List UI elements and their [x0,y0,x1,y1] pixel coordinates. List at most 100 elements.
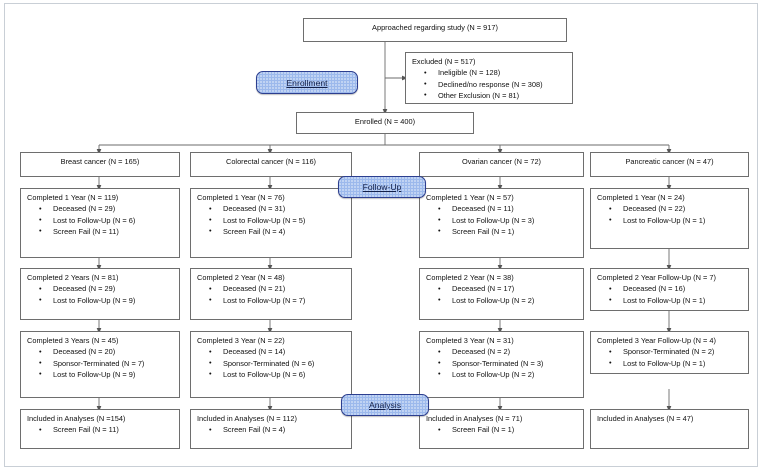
node-pancreatic-year1: Completed 1 Year (N = 24) Deceased (N = … [590,188,749,249]
list-item: Screen Fail (N = 11) [39,425,173,435]
node-breast-year3: Completed 3 Years (N = 45) Deceased (N =… [20,331,180,398]
node-pancreatic-year3: Completed 3 Year Follow-Up (N = 4) Spons… [590,331,749,374]
list-item: Deceased (N = 29) [39,284,173,294]
node-breast-year2-list: Deceased (N = 29) Lost to Follow-Up (N =… [27,284,173,305]
stage-label-enrollment[interactable]: Enrollment [256,71,358,94]
list-item: Sponsor-Terminated (N = 7) [39,358,173,369]
list-item: Screen Fail (N = 4) [209,425,345,435]
node-pancreatic-year2-list: Deceased (N = 16) Lost to Follow-Up (N =… [597,284,742,305]
node-colorectal-year2: Completed 2 Year (N = 48) Deceased (N = … [190,268,352,320]
list-item: Lost to Follow-Up (N = 6) [209,369,345,380]
list-item: Lost to Follow-Up (N = 1) [609,215,742,226]
node-ovarian-year3-list: Deceased (N = 2) Sponsor-Terminated (N =… [426,347,577,379]
node-ovarian-analysis-title: Included in Analyses (N = 71) [426,414,523,423]
list-item: Screen Fail (N = 11) [39,226,173,237]
node-pancreatic-analysis-title: Included in Analyses (N = 47) [597,414,694,423]
node-pancreatic-year1-title: Completed 1 Year (N = 24) [597,193,685,202]
node-pancreatic-year2-title: Completed 2 Year Follow-Up (N = 7) [597,273,716,282]
list-item: Lost to Follow-Up (N = 2) [438,295,577,306]
list-item: Deceased (N = 22) [609,204,742,214]
list-item: Sponsor-Terminated (N = 3) [438,358,577,369]
node-breast-analysis-list: Screen Fail (N = 11) [27,425,173,435]
list-item: Lost to Follow-Up (N = 9) [39,295,173,306]
list-item: Deceased (N = 11) [438,204,577,214]
list-item: Declined/no response (N = 308) [424,79,566,90]
list-item: Lost to Follow-Up (N = 1) [609,295,742,306]
node-cohort-ovarian-title: Ovarian cancer (N = 72) [461,157,542,166]
node-cohort-breast-title: Breast cancer (N = 165) [60,157,140,166]
stage-label-analysis-text: Analysis [369,400,401,410]
node-colorectal-year3-title: Completed 3 Year (N = 22) [197,336,285,345]
stage-label-follow-up[interactable]: Follow-Up [338,176,426,198]
node-ovarian-analysis-list: Screen Fail (N = 1) [426,425,577,435]
node-breast-year3-list: Deceased (N = 20) Sponsor-Terminated (N … [27,347,173,379]
node-cohort-pancreatic: Pancreatic cancer (N = 47) [590,152,749,177]
node-colorectal-year2-title: Completed 2 Year (N = 48) [197,273,285,282]
node-colorectal-analysis-list: Screen Fail (N = 4) [197,425,345,435]
node-colorectal-year1-title: Completed 1 Year (N = 76) [197,193,285,202]
list-item: Deceased (N = 20) [39,347,173,357]
node-ovarian-year3-title: Completed 3 Year (N = 31) [426,336,514,345]
node-cohort-colorectal: Colorectal cancer (N = 116) [190,152,352,177]
list-item: Lost to Follow-Up (N = 9) [39,369,173,380]
node-colorectal-year1: Completed 1 Year (N = 76) Deceased (N = … [190,188,352,258]
node-excluded-title: Excluded (N = 517) [412,57,476,66]
list-item: Deceased (N = 21) [209,284,345,294]
node-excluded-list: Ineligible (N = 128) Declined/no respons… [412,68,566,100]
node-approached-title: Approached regarding study (N = 917) [372,23,498,32]
node-pancreatic-year2: Completed 2 Year Follow-Up (N = 7) Decea… [590,268,749,311]
list-item: Screen Fail (N = 4) [209,226,345,237]
node-ovarian-analysis: Included in Analyses (N = 71) Screen Fai… [419,409,584,449]
list-item: Lost to Follow-Up (N = 3) [438,215,577,226]
list-item: Screen Fail (N = 1) [438,226,577,237]
node-ovarian-year2-title: Completed 2 Year (N = 38) [426,273,514,282]
node-ovarian-year1: Completed 1 Year (N = 57) Deceased (N = … [419,188,584,258]
node-pancreatic-year3-list: Sponsor-Terminated (N = 2) Lost to Follo… [597,347,742,368]
list-item: Lost to Follow-Up (N = 2) [438,369,577,380]
node-ovarian-year3: Completed 3 Year (N = 31) Deceased (N = … [419,331,584,398]
node-breast-year1: Completed 1 Year (N = 119) Deceased (N =… [20,188,180,258]
list-item: Sponsor-Terminated (N = 6) [209,358,345,369]
list-item: Other Exclusion (N = 81) [424,90,566,101]
node-ovarian-year2: Completed 2 Year (N = 38) Deceased (N = … [419,268,584,320]
node-ovarian-year1-title: Completed 1 Year (N = 57) [426,193,514,202]
node-breast-year2-title: Completed 2 Years (N = 81) [27,273,119,282]
diagram-frame [4,3,758,467]
node-breast-analysis-title: Included in Analyses (N =154) [27,414,126,423]
node-cohort-ovarian: Ovarian cancer (N = 72) [419,152,584,177]
node-colorectal-analysis: Included in Analyses (N = 112) Screen Fa… [190,409,352,449]
node-cohort-pancreatic-title: Pancreatic cancer (N = 47) [625,157,714,166]
list-item: Deceased (N = 17) [438,284,577,294]
node-colorectal-year3: Completed 3 Year (N = 22) Deceased (N = … [190,331,352,398]
list-item: Lost to Follow-Up (N = 1) [609,358,742,369]
stage-label-analysis[interactable]: Analysis [341,394,429,416]
node-breast-analysis: Included in Analyses (N =154) Screen Fai… [20,409,180,449]
node-breast-year1-title: Completed 1 Year (N = 119) [27,193,119,202]
list-item: Deceased (N = 2) [438,347,577,357]
node-ovarian-year1-list: Deceased (N = 11) Lost to Follow-Up (N =… [426,204,577,236]
node-cohort-breast: Breast cancer (N = 165) [20,152,180,177]
node-pancreatic-year1-list: Deceased (N = 22) Lost to Follow-Up (N =… [597,204,742,225]
node-colorectal-analysis-title: Included in Analyses (N = 112) [197,414,297,423]
node-breast-year1-list: Deceased (N = 29) Lost to Follow-Up (N =… [27,204,173,236]
list-item: Deceased (N = 29) [39,204,173,214]
node-colorectal-year1-list: Deceased (N = 31) Lost to Follow-Up (N =… [197,204,345,236]
list-item: Lost to Follow-Up (N = 5) [209,215,345,226]
node-approached: Approached regarding study (N = 917) [303,18,567,42]
list-item: Ineligible (N = 128) [424,68,566,78]
node-excluded: Excluded (N = 517) Ineligible (N = 128) … [405,52,573,104]
node-colorectal-year3-list: Deceased (N = 14) Sponsor-Terminated (N … [197,347,345,379]
list-item: Lost to Follow-Up (N = 7) [209,295,345,306]
node-ovarian-year2-list: Deceased (N = 17) Lost to Follow-Up (N =… [426,284,577,305]
list-item: Deceased (N = 31) [209,204,345,214]
stage-label-enrollment-text: Enrollment [286,77,328,88]
node-enrolled-title: Enrolled (N = 400) [354,117,416,126]
list-item: Deceased (N = 14) [209,347,345,357]
list-item: Screen Fail (N = 1) [438,425,577,435]
node-breast-year2: Completed 2 Years (N = 81) Deceased (N =… [20,268,180,320]
node-pancreatic-year3-title: Completed 3 Year Follow-Up (N = 4) [597,336,716,345]
node-pancreatic-analysis: Included in Analyses (N = 47) [590,409,749,449]
node-enrolled: Enrolled (N = 400) [296,112,474,134]
node-breast-year3-title: Completed 3 Years (N = 45) [27,336,119,345]
